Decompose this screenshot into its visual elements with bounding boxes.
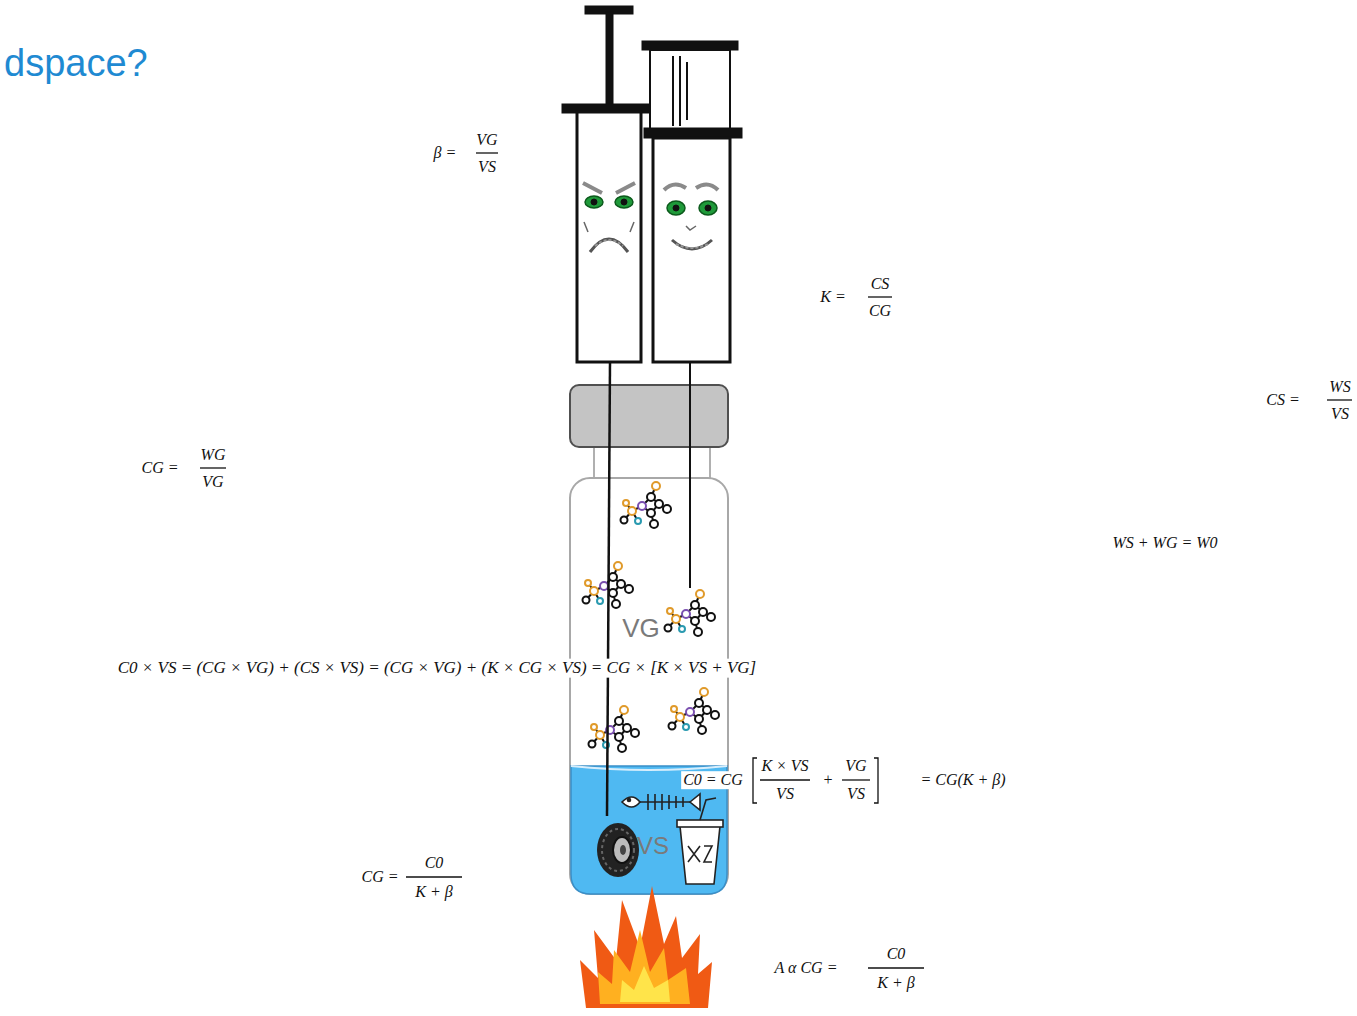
equation-text: A α CG = [773,959,840,977]
equation-text: VS [476,158,498,176]
equation-text: VG [474,131,499,149]
equation-text: β = [432,144,459,162]
equation-text: CG [867,302,893,320]
equation-text: C0 = CG [681,771,745,789]
equation-text: CS [869,275,892,293]
equation-text: C0 [423,854,446,872]
equation-text: = CG(K + β) [918,771,1007,789]
equation-text: C0 × VS = (CG × VG) + (CS × VS) = (CG × … [116,659,758,678]
equation-text: K × VS [759,757,810,775]
slide-title: dspace? [4,42,148,85]
volume-label: VG [620,614,662,643]
equation-text: K + β [875,974,916,992]
equation-text: C0 [885,945,908,963]
equation-text: WS [1327,378,1352,396]
volume-label: VS [635,833,671,859]
equation-text: VS [774,785,796,803]
equation-text: K = [818,288,847,306]
equation-text: VS [1329,405,1351,423]
equation-text: VS [845,785,867,803]
equation-text: K + β [413,883,454,901]
equation-text: WS + WG = W0 [1110,534,1219,552]
equation-text: + [821,771,836,789]
equation-text: VG [200,473,225,491]
equation-text: CG = [139,459,180,477]
equation-text: CS = [1264,391,1301,409]
equation-text: VG [843,757,868,775]
equation-text: CG = [359,868,400,886]
equation-text: WG [199,446,228,464]
